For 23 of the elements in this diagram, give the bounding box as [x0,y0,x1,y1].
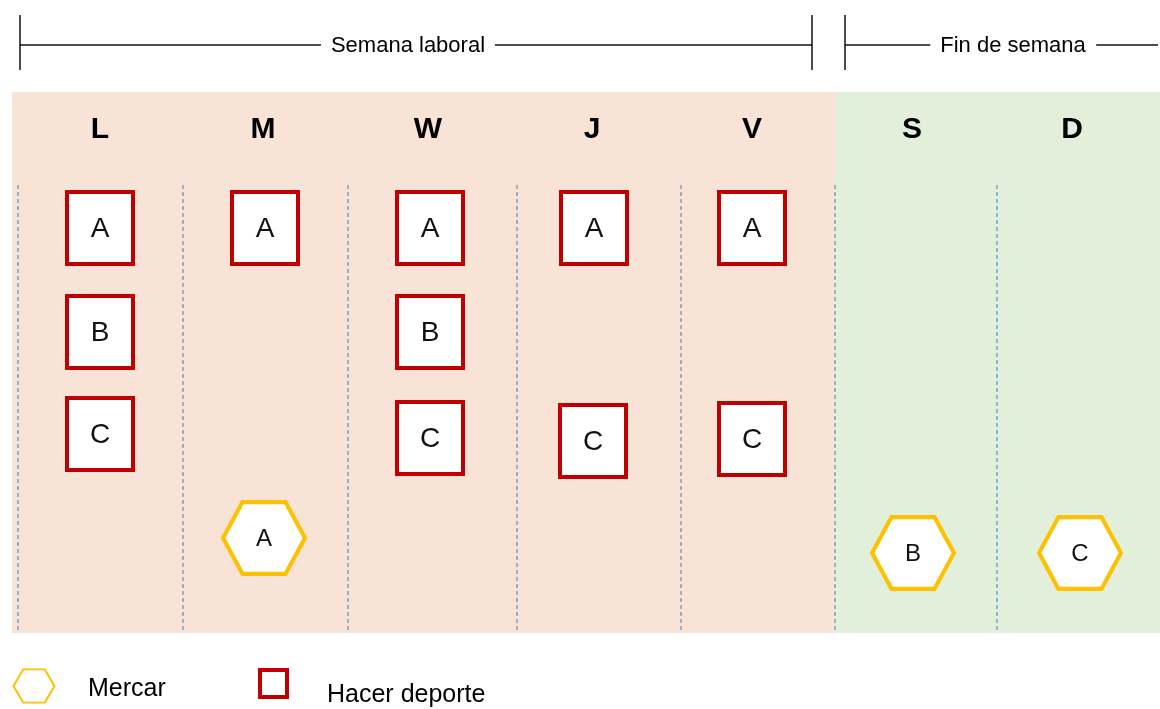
sport-square: C [395,400,465,476]
sport-square: A [65,190,135,266]
legend-label: Hacer deporte [327,678,486,708]
sport-square: B [395,294,465,370]
sport-square: C [65,396,135,472]
day-heading: M [250,111,276,145]
sport-square: A [717,190,787,266]
shopping-hexagon: B [869,514,957,592]
day-heading: J [583,111,601,145]
sport-square: A [559,190,629,266]
sport-square: A [230,190,300,266]
day-heading: W [413,111,443,145]
day-heading: V [742,111,762,145]
shopping-hexagon: A [220,499,308,577]
day-heading: S [902,111,922,145]
sport-square: C [717,401,787,477]
sport-square: C [558,403,628,479]
sport-square: A [395,190,465,266]
day-heading: D [1061,111,1083,145]
legend-label: Mercar [88,672,166,702]
day-heading: L [90,111,110,145]
shopping-hexagon: C [1036,514,1124,592]
sport-square: B [65,294,135,370]
